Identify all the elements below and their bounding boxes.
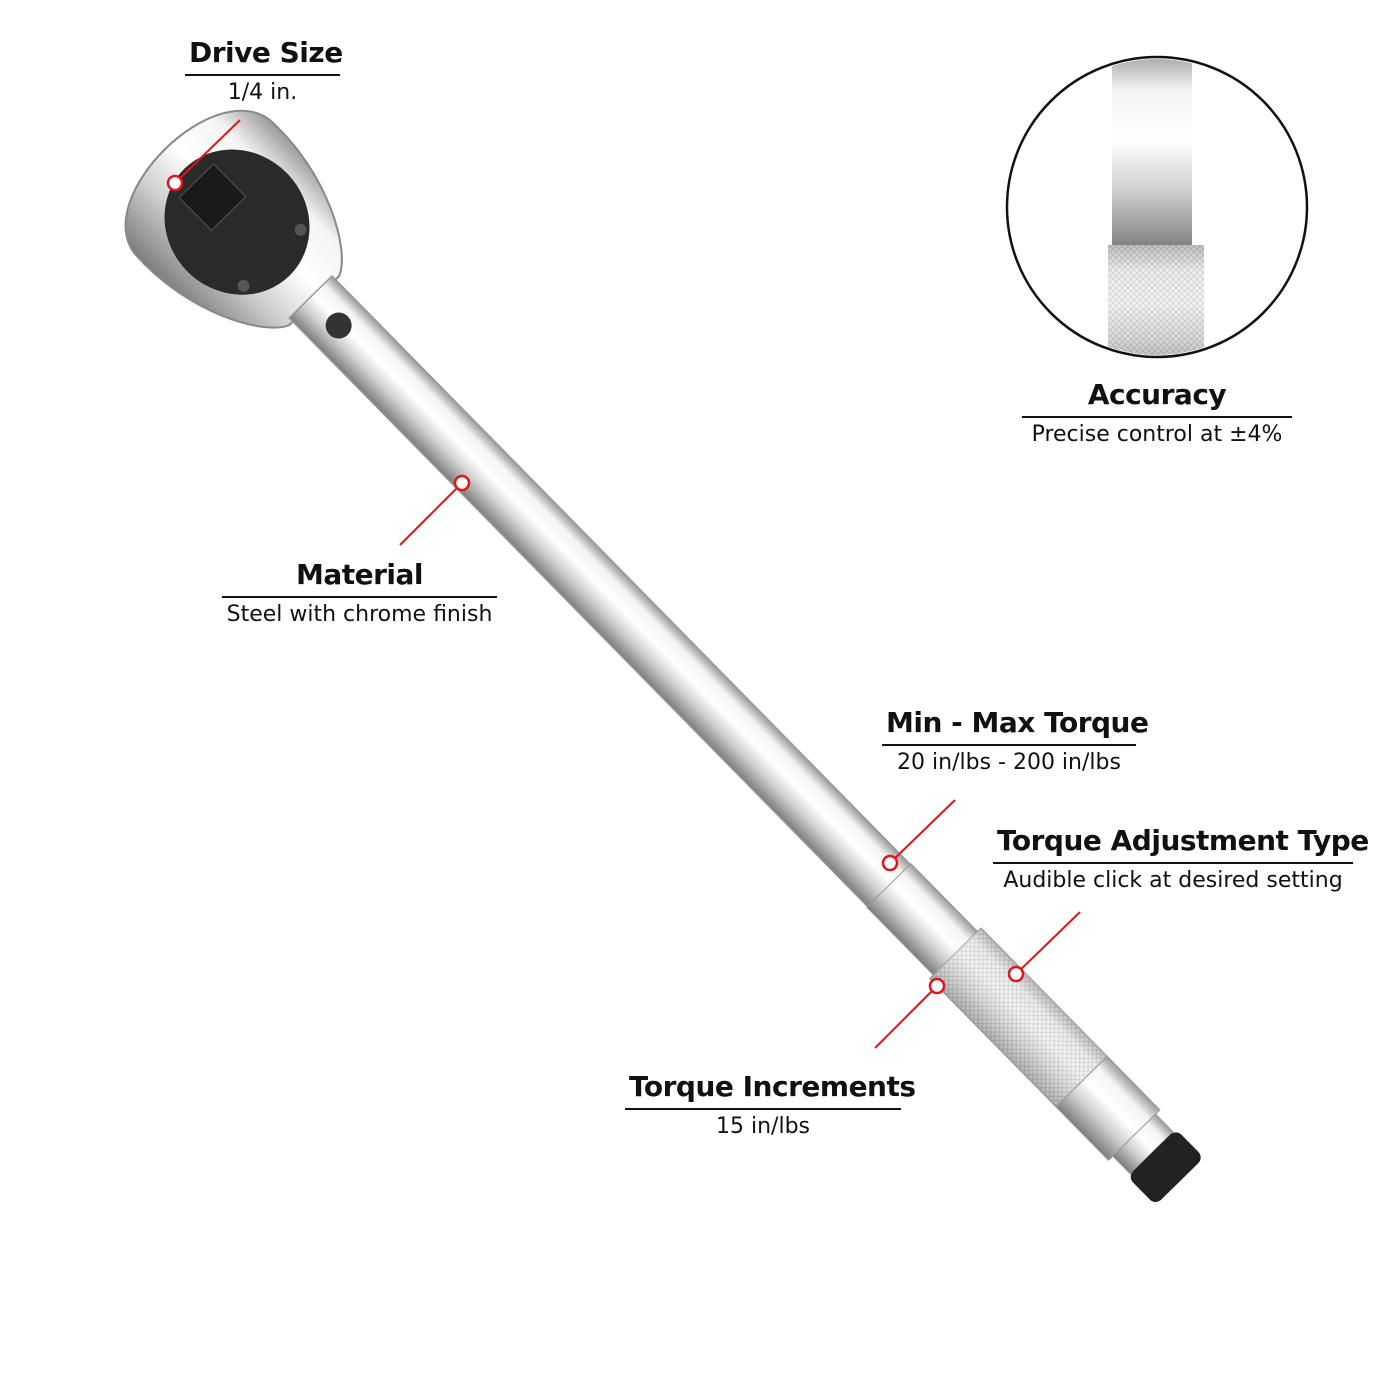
callout-increments: Torque Increments 15 in/lbs: [625, 1070, 916, 1142]
accuracy-zoom-detail: [1009, 59, 1305, 355]
drive-size-title: Drive Size: [185, 36, 343, 76]
end-cap: [1130, 1132, 1201, 1202]
material-value: Steel with chrome finish: [226, 602, 493, 627]
increments-value: 15 in/lbs: [716, 1114, 810, 1139]
accuracy-value: Precise control at ±4%: [1031, 422, 1283, 447]
drive-size-marker: [166, 174, 184, 192]
callout-material: Material Steel with chrome finish: [222, 558, 497, 630]
adjustment-type-value: Audible click at desired setting: [1003, 868, 1343, 893]
material-title: Material: [222, 558, 497, 598]
drive-size-value: 1/4 in.: [227, 80, 298, 105]
increments-title: Torque Increments: [625, 1070, 916, 1110]
drive-square: [178, 163, 247, 232]
adjustment-type-marker: [1007, 965, 1025, 983]
zoom-circle-border: [1005, 55, 1309, 359]
callout-min-max-torque: Min - Max Torque 20 in/lbs - 200 in/lbs: [882, 706, 1149, 778]
material-marker: [453, 474, 471, 492]
callout-adjustment-type: Torque Adjustment Type Audible click at …: [993, 824, 1369, 896]
callout-drive-size: Drive Size 1/4 in.: [185, 36, 343, 108]
min-max-torque-title: Min - Max Torque: [882, 706, 1149, 746]
callout-accuracy: Accuracy Precise control at ±4%: [1022, 378, 1292, 450]
wrench: [124, 109, 1201, 1202]
adjustment-type-title: Torque Adjustment Type: [993, 824, 1369, 864]
accuracy-title: Accuracy: [1022, 378, 1292, 418]
min-max-torque-marker: [881, 854, 899, 872]
min-max-torque-value: 20 in/lbs - 200 in/lbs: [897, 750, 1121, 775]
increments-marker: [928, 977, 946, 995]
